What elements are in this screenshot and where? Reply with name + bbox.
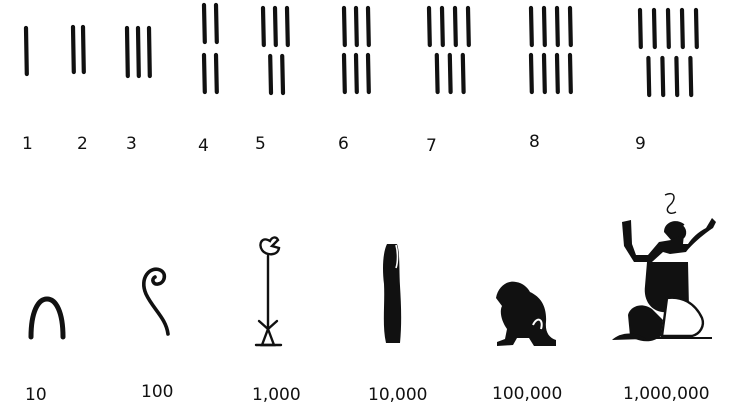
- lotus-plant-icon: [256, 237, 281, 345]
- tally-stroke-7-1: [429, 8, 430, 45]
- digit-label-8: 8: [529, 132, 540, 152]
- tally-stroke-8-8: [570, 55, 571, 92]
- tally-stroke-3-2: [138, 28, 139, 76]
- tally-stroke-8-7: [557, 55, 558, 92]
- tally-stroke-9-7: [662, 58, 663, 95]
- tally-stroke-2-1: [73, 27, 74, 72]
- digit-label-9: 9: [635, 134, 646, 154]
- power-label-10: 10: [25, 385, 47, 405]
- tally-stroke-1-1: [26, 28, 27, 74]
- tally-stroke-7-6: [450, 55, 451, 92]
- frog-icon: [496, 282, 556, 346]
- tally-stroke-8-3: [557, 8, 558, 45]
- tally-stroke-5-3: [287, 8, 288, 45]
- tally-stroke-5-1: [263, 8, 264, 45]
- power-label-1000000: 1,000,000: [623, 384, 710, 404]
- tally-stroke-6-6: [368, 55, 369, 92]
- tally-stroke-3-3: [149, 28, 150, 76]
- tally-stroke-9-6: [648, 58, 649, 95]
- digit-label-6: 6: [338, 134, 349, 154]
- tally-stroke-9-8: [676, 58, 677, 95]
- tally-stroke-6-3: [368, 8, 369, 45]
- heel-bone-icon: [31, 299, 63, 337]
- tally-stroke-7-3: [455, 8, 456, 45]
- tally-stroke-8-2: [544, 8, 545, 45]
- tally-stroke-4-3: [204, 55, 205, 92]
- tally-stroke-6-4: [344, 55, 345, 92]
- tally-stroke-2-2: [83, 27, 84, 72]
- tally-stroke-6-1: [344, 8, 345, 45]
- tally-stroke-5-4: [270, 56, 271, 93]
- tally-stroke-4-4: [216, 55, 217, 92]
- coil-of-rope-icon: [144, 269, 168, 334]
- digit-label-2: 2: [77, 134, 88, 154]
- tally-stroke-7-2: [442, 8, 443, 45]
- tally-stroke-4-1: [204, 5, 205, 42]
- digit-label-3: 3: [126, 134, 137, 154]
- tally-stroke-9-3: [668, 10, 669, 47]
- tally-stroke-8-6: [544, 55, 545, 92]
- tally-stroke-9-1: [640, 10, 641, 47]
- tally-stroke-8-5: [531, 55, 532, 92]
- tally-stroke-7-5: [437, 55, 438, 92]
- power-label-100000: 100,000: [492, 384, 562, 404]
- power-label-100: 100: [141, 382, 173, 402]
- power-label-1000: 1,000: [252, 385, 301, 405]
- tally-stroke-8-4: [570, 8, 571, 45]
- tally-stroke-5-2: [275, 8, 276, 45]
- tally-stroke-7-4: [468, 8, 469, 45]
- digit-label-1: 1: [22, 134, 33, 154]
- digit-label-5: 5: [255, 134, 266, 154]
- unit-strokes-group: [26, 5, 697, 95]
- digit-label-7: 7: [426, 136, 437, 156]
- tally-stroke-9-4: [682, 10, 683, 47]
- tally-stroke-8-1: [531, 8, 532, 45]
- tally-stroke-7-7: [463, 55, 464, 92]
- power-label-10000: 10,000: [368, 385, 427, 405]
- tally-stroke-9-2: [654, 10, 655, 47]
- tally-stroke-9-9: [690, 58, 691, 95]
- tally-stroke-6-2: [356, 8, 357, 45]
- digit-label-4: 4: [198, 136, 209, 156]
- tally-stroke-3-1: [127, 28, 128, 76]
- tally-stroke-9-5: [696, 10, 697, 47]
- tally-stroke-5-5: [282, 56, 283, 93]
- finger-icon: [383, 244, 401, 343]
- heh-god-icon: [612, 194, 716, 342]
- tally-stroke-4-2: [216, 5, 217, 42]
- tally-stroke-6-5: [356, 55, 357, 92]
